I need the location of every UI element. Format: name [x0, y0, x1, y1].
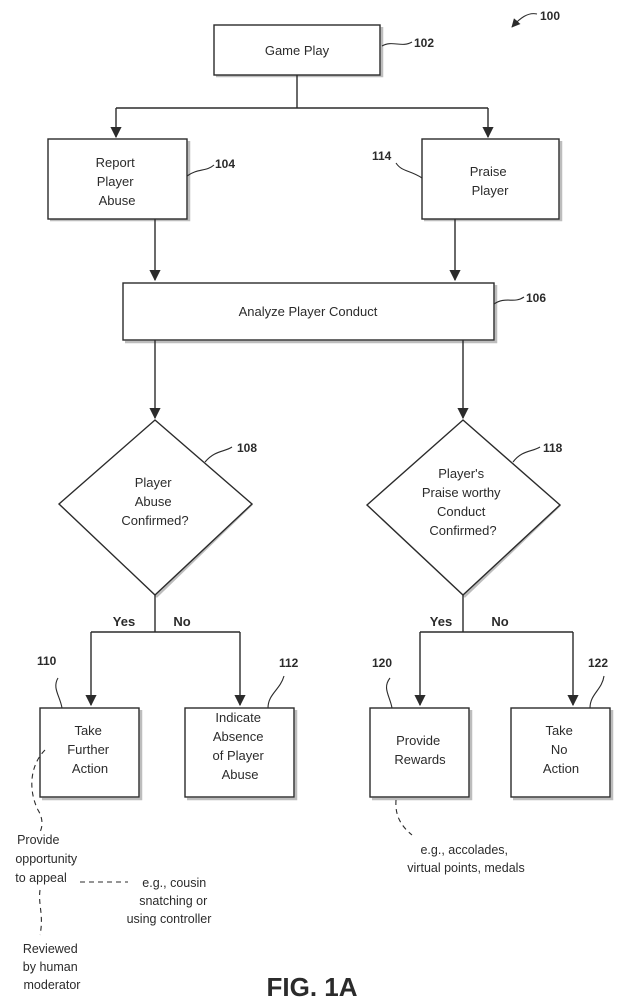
note-rewards-example: e.g., accolades, virtual points, medals	[407, 843, 524, 875]
figure-caption: FIG. 1A	[266, 972, 357, 1002]
node-game-play: Game Play 102	[214, 25, 434, 76]
node-report-abuse-ref: 104	[215, 157, 235, 171]
node-report-abuse: Report Player Abuse 104	[48, 139, 235, 220]
note-human-review: Reviewed by human moderator	[23, 942, 81, 992]
figure-ref-arrow	[512, 14, 537, 27]
node-provide-rewards-ref: 120	[372, 656, 392, 670]
node-take-no-action: Take No Action 122	[511, 656, 612, 799]
node-analyze-conduct: Analyze Player Conduct 106	[123, 283, 546, 342]
figure-ref: 100	[540, 9, 560, 23]
edge-label-praise-no: No	[491, 614, 508, 629]
dash-rewards-to-example	[396, 800, 412, 835]
node-indicate-absence-ref: 112	[279, 656, 299, 670]
node-abuse-confirmed-ref: 108	[237, 441, 257, 455]
node-praise-player-ref: 114	[372, 149, 392, 163]
node-report-abuse-label: Report Player Abuse	[96, 155, 139, 208]
node-take-further-action-ref: 110	[37, 654, 57, 668]
node-take-further-action: Take Further Action 110	[37, 654, 141, 799]
node-game-play-label: Game Play	[265, 43, 330, 58]
node-game-play-ref: 102	[414, 36, 434, 50]
node-praise-player: Praise Player 114	[372, 139, 561, 220]
figure-ref-group: 100	[512, 9, 560, 27]
node-abuse-confirmed: Player Abuse Confirmed? 108	[59, 420, 257, 597]
node-analyze-conduct-ref: 106	[526, 291, 546, 305]
note-appeal: Provide opportunity to appeal	[15, 833, 80, 885]
node-indicate-absence: Indicate Absence of Player Abuse 112	[185, 656, 299, 799]
dash-appeal-to-review	[40, 890, 42, 935]
edge-label-abuse-yes: Yes	[113, 614, 135, 629]
edge-label-abuse-no: No	[173, 614, 190, 629]
node-praise-confirmed: Player's Praise worthy Conduct Confirmed…	[367, 420, 563, 597]
edge-label-praise-yes: Yes	[430, 614, 452, 629]
node-take-no-action-ref: 122	[588, 656, 608, 670]
node-praise-confirmed-ref: 118	[543, 441, 563, 455]
node-analyze-conduct-label: Analyze Player Conduct	[239, 304, 378, 319]
note-appeal-example: e.g., cousin snatching or using controll…	[127, 876, 212, 926]
